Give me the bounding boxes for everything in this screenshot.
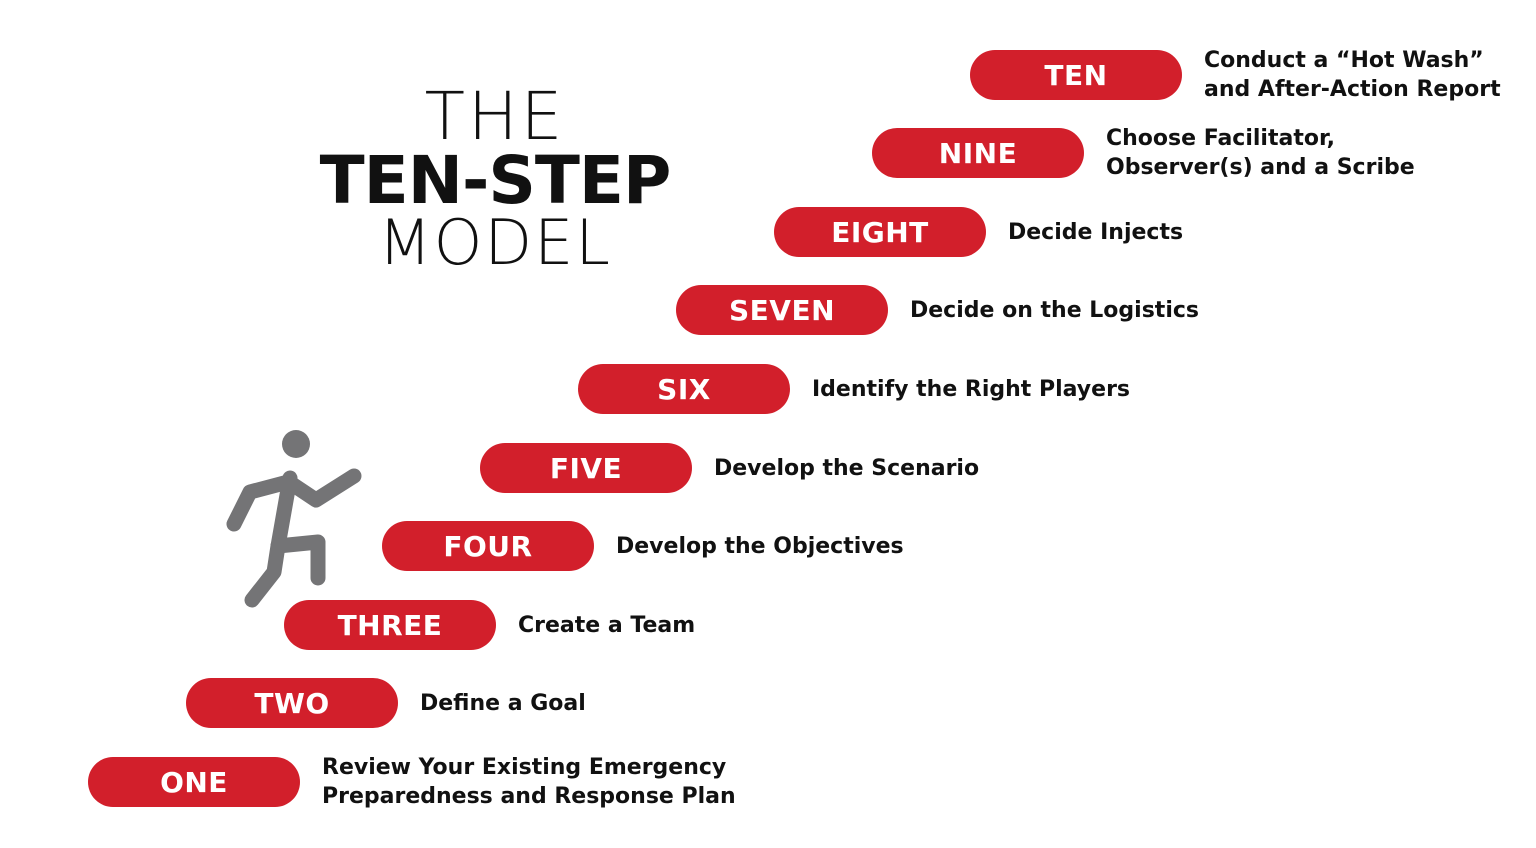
step-pill-seven: SEVEN: [676, 285, 888, 335]
title-line-the: THE: [424, 78, 566, 155]
step-description-nine: Choose Facilitator, Observer(s) and a Sc…: [1106, 126, 1415, 180]
step-description-two: Define a Goal: [420, 690, 586, 716]
step-pill-eight: EIGHT: [774, 207, 986, 257]
step-pill-two: TWO: [186, 678, 398, 728]
step-pill-nine: NINE: [872, 128, 1084, 178]
step-pill-one: ONE: [88, 757, 300, 807]
title-line-model: MODEL: [378, 206, 612, 279]
step-description-four: Develop the Objectives: [616, 533, 904, 559]
step-description-seven: Decide on the Logistics: [910, 297, 1199, 323]
step-pill-three: THREE: [284, 600, 496, 650]
step-pill-ten: TEN: [970, 50, 1182, 100]
title-line-ten-step: TEN-STEP: [319, 142, 672, 219]
step-description-ten: Conduct a “Hot Wash” and After-Action Re…: [1204, 48, 1501, 102]
step-pill-six: SIX: [578, 364, 790, 414]
step-pill-four: FOUR: [382, 521, 594, 571]
step-pill-five: FIVE: [480, 443, 692, 493]
step-description-five: Develop the Scenario: [714, 455, 980, 481]
step-description-one: Review Your Existing Emergency Preparedn…: [322, 755, 736, 809]
step-description-three: Create a Team: [518, 612, 696, 638]
step-description-eight: Decide Injects: [1008, 219, 1184, 245]
stair-climbing-person-icon: [226, 430, 362, 608]
step-description-six: Identify the Right Players: [812, 376, 1131, 402]
